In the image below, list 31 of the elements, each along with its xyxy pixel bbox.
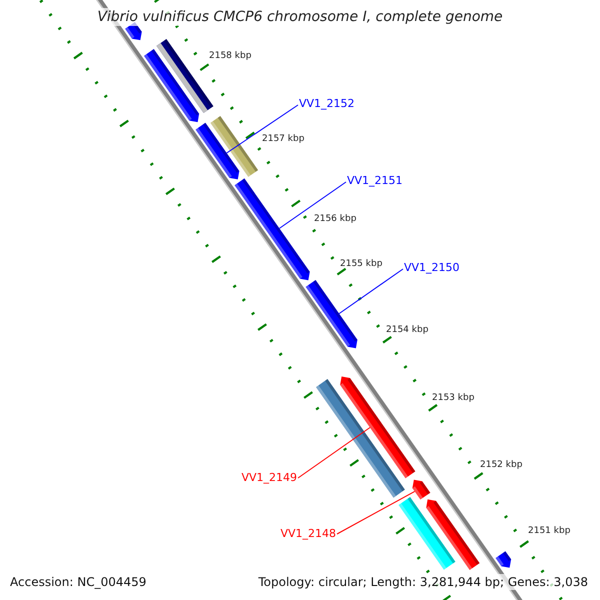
gene-feature	[340, 376, 416, 478]
scale-label: 2151 kbp	[528, 526, 570, 536]
scale-label: 2158 kbp	[209, 51, 252, 61]
leader-line	[226, 104, 298, 154]
gene-label: VV1_2150	[404, 261, 460, 274]
gene-feature	[306, 280, 358, 348]
gene-feature	[316, 379, 405, 498]
leader-line	[298, 427, 370, 478]
gene-label: VV1_2152	[299, 97, 355, 110]
leader-line	[336, 490, 416, 534]
accession-text: Accession: NC_004459	[8, 574, 148, 590]
gene-feature	[234, 178, 310, 280]
scale-label: 2153 kbp	[432, 393, 474, 403]
leader-line	[278, 182, 346, 229]
gene-label: VV1_2148	[280, 527, 336, 540]
gene-feature	[196, 122, 240, 180]
gene-label: VV1_2151	[347, 174, 403, 187]
gene-feature	[496, 551, 512, 568]
gene-feature	[144, 49, 200, 122]
genome-info-text: Topology: circular; Length: 3,281,944 bp; Genes: 3,038	[256, 574, 590, 590]
scale-label: 2157 kbp	[262, 134, 304, 144]
leader-line	[338, 268, 404, 314]
gene-feature	[210, 116, 258, 177]
gene-feature	[426, 499, 480, 570]
gene-feature	[398, 497, 456, 570]
gene-feature	[412, 480, 430, 500]
scale-label: 2156 kbp	[314, 214, 356, 224]
scale-label: 2152 kbp	[480, 460, 522, 470]
gene-label: VV1_2149	[241, 471, 297, 484]
scale-label: 2155 kbp	[340, 259, 382, 269]
scale-label: 2154 kbp	[386, 325, 428, 335]
